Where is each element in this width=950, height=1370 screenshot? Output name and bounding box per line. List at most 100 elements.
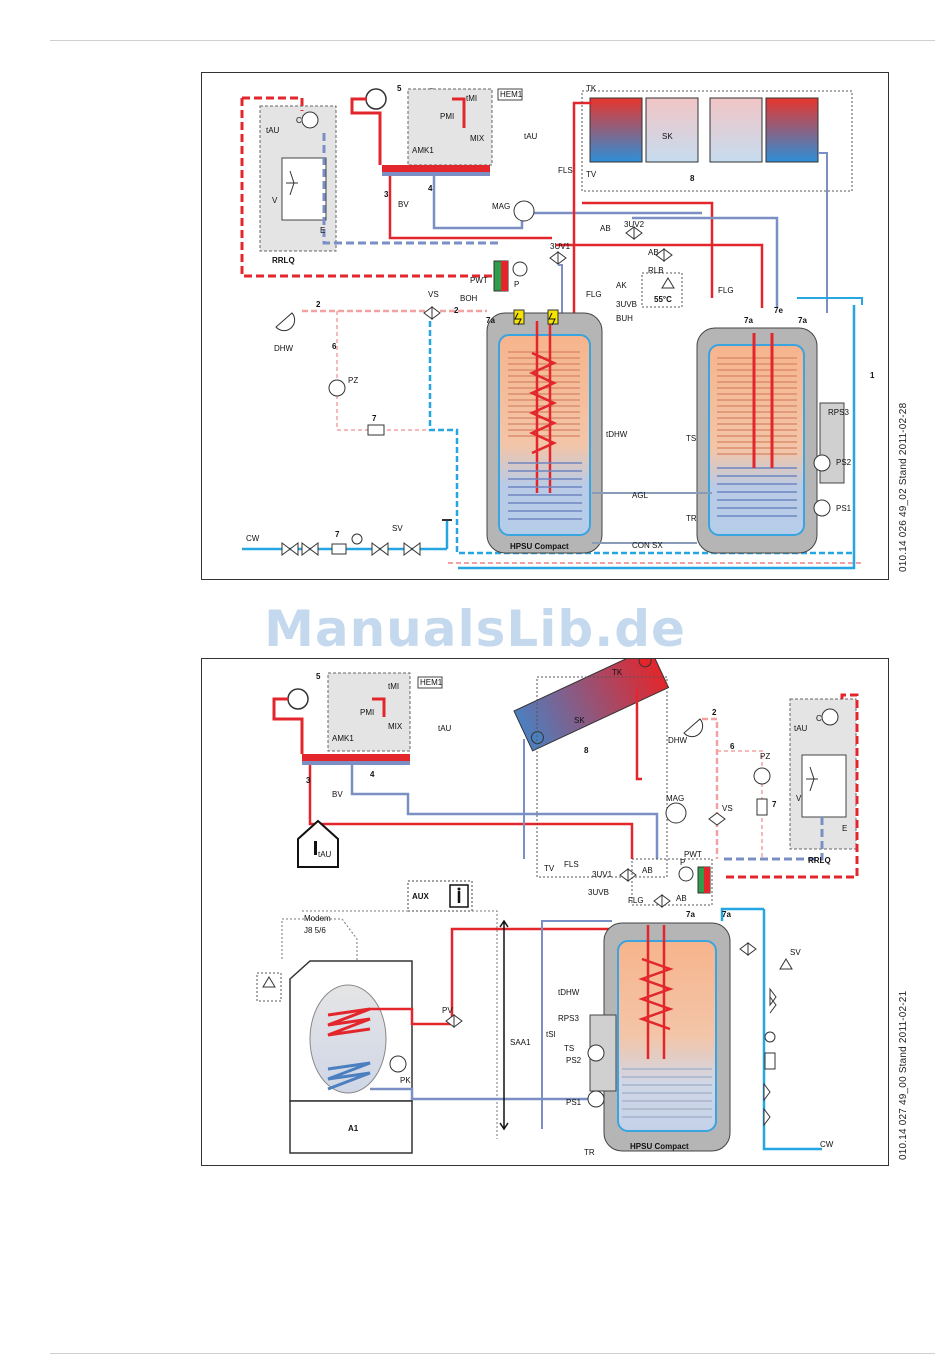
top-rule [50,40,935,41]
label-saa1: SAA1 [510,1038,531,1047]
pz-pump-icon [753,767,771,785]
label-ab2: AB [648,248,659,257]
label-mag: MAG [492,202,510,211]
ps1-pump-icon [587,1090,605,1108]
label-5: 5 [316,672,321,681]
label-tmi: tMI [466,94,477,103]
label-dhw: DHW [274,344,294,353]
ps2-pump-icon [587,1044,605,1062]
label-tau: tAU [266,126,280,135]
warning-icon [661,277,675,289]
amk1-box [327,672,411,752]
label-rps3: RPS3 [558,1014,579,1023]
label-7a-2: 7a [722,910,731,919]
vs-valve [423,306,441,320]
check-valve-7 [756,798,768,816]
label-a1: A1 [348,1124,359,1133]
label-bv: BV [332,790,343,799]
label-tv: TV [544,864,555,873]
label-tau: tAU [438,724,452,733]
rrlq-evaporator [281,157,327,221]
check-valve-7 [367,424,385,436]
p-pump-icon [512,261,528,277]
label-j8: J8 5/6 [304,926,326,935]
label-hpsu: HPSU Compact [630,1142,689,1151]
label-buh: BUH [616,314,633,323]
label-pz: PZ [348,376,358,385]
label-pmi: PMI [360,708,374,717]
label-sv: SV [790,948,801,957]
label-8: 8 [690,174,695,183]
mag-vessel-icon [513,200,535,222]
label-ts: TS [686,434,696,443]
label-tau2: tAU [794,724,808,733]
label-7a: 7 [372,414,377,423]
p-pump-icon [678,866,694,882]
label-tk: TK [586,84,597,93]
label-3uv1: 3UV1 [592,870,613,879]
label-6: 6 [730,742,735,751]
label-p: P [680,858,685,867]
diagram-1-frame: RRLQ C tAU V E 5 tMI PMI MIX AMK1 HEM1 t… [201,72,889,580]
cw-check-valve [331,543,347,555]
cw-check-valve [764,1052,776,1070]
label-agl: AGL [632,491,649,500]
ps2-pump-icon [813,454,831,472]
pk-pump-icon [389,1055,407,1073]
label-3: 3 [384,190,389,199]
label-flg: FLG [586,290,602,299]
label-3: 3 [306,776,311,785]
pz-pump-icon [328,379,346,397]
label-tdhw: tDHW [558,988,580,997]
label-p: P [514,280,519,289]
label-pv: PV [442,1006,453,1015]
distributor-bar-return [302,761,410,765]
label-ps1: PS1 [566,1098,582,1107]
label-sk: SK [662,132,673,141]
mag-vessel-icon [665,802,687,824]
label-3uv2: 3UV2 [624,220,645,229]
label-ab1: AB [642,866,653,875]
label-7a-1: 7a [486,316,495,325]
label-tau3: tAU [318,850,332,859]
cw-gauge-icon [764,1031,776,1043]
label-sv: SV [392,524,403,533]
label-ps2: PS2 [566,1056,582,1065]
label-boh: BOH [460,294,478,303]
label-sk: SK [574,716,585,725]
label-flg: FLG [628,896,644,905]
boiler-hot-coil [327,1007,371,1037]
hem1-box [417,676,443,689]
watermark: ManualsLib.de [264,600,686,658]
shower-icon [275,312,296,332]
label-pwt: PWT [684,850,702,859]
collector-panel-2 [645,97,699,163]
label-amk1: AMK1 [412,146,434,155]
label-ak: AK [616,281,627,290]
label-pwt: PWT [470,276,488,285]
label-7b: 7 [335,530,340,539]
label-mix: MIX [470,134,485,143]
label-v: V [272,196,278,205]
distributor-bar-return [382,172,490,176]
label-7: 7 [772,800,777,809]
valve-3uv1 [619,868,637,882]
label-tmi: tMI [388,682,399,691]
label-c: C [296,116,302,125]
valve-3uv1 [549,251,567,265]
label-4: 4 [428,184,433,193]
label-dhw: DHW [668,736,688,745]
thermostat-box [641,272,683,308]
ps1-pump-icon [813,499,831,517]
label-hem1: HEM1 [420,678,443,687]
label-aux: AUX [412,892,430,901]
label-tr: TR [686,514,697,523]
sv-valve [779,958,793,970]
label-tr: TR [584,1148,595,1157]
sv-valve [403,542,421,556]
label-3uv1: 3UV1 [550,242,571,251]
label-2: 2 [712,708,717,717]
label-ps1: PS1 [836,504,852,513]
label-v: V [796,794,802,803]
vs-valve [708,812,726,826]
